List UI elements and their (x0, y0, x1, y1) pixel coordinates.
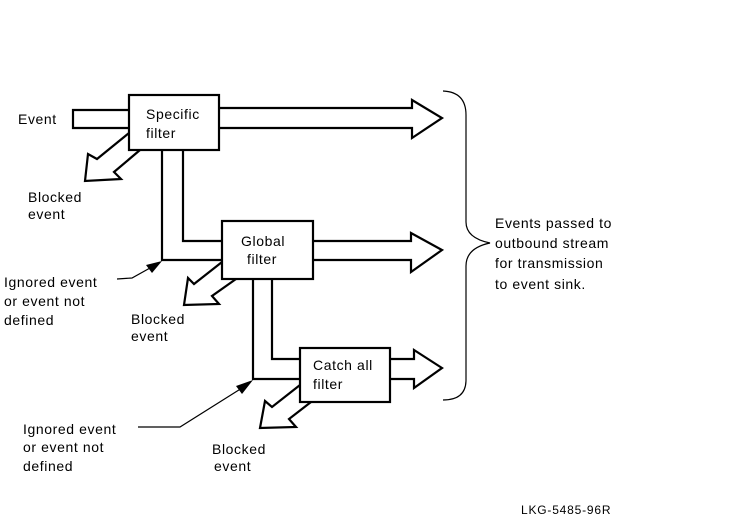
ignored-channel-2-outer (251, 279, 300, 381)
input-event-label: Event (18, 111, 57, 127)
specific-filter-box: Specific filter (127, 93, 221, 152)
ignored-pointer-1-arrowhead (146, 261, 162, 273)
blocked-label-3-line2: event (214, 458, 251, 474)
ignored-label-1-line1: Ignored event (4, 274, 97, 290)
figure-id: LKG-5485-96R (521, 503, 611, 517)
blocked-arrow-catch-all (258, 384, 312, 430)
ignored-channel-1-inner (181, 150, 222, 243)
blocked-label-2-line1: Blocked (131, 311, 185, 327)
global-filter-label-line2: filter (247, 251, 277, 267)
ignored-label-1-line3: defined (4, 312, 54, 328)
ignored-pointer-1-line (116, 267, 151, 280)
ignored-label-1-line2: or event not (4, 293, 85, 309)
catch-all-output-arrow (390, 347, 444, 391)
blocked-arrow-specific (83, 132, 141, 183)
ignored-label-2-line3: defined (23, 458, 73, 474)
blocked-label-1-line2: event (28, 206, 65, 222)
input-channel (71, 108, 129, 130)
blocked-label-2-line2: event (131, 328, 168, 344)
outbound-note-line2: outbound stream (495, 235, 609, 251)
ignored-label-2-line1: Ignored event (23, 421, 116, 437)
blocked-label-1-line1: Blocked (28, 189, 82, 205)
blocked-label-3-line1: Blocked (212, 441, 266, 457)
ignored-pointer-2-line (138, 387, 243, 428)
specific-filter-label-line2: filter (146, 125, 176, 141)
outbound-brace (442, 90, 491, 401)
ignored-pointer-2-arrowhead (236, 380, 253, 394)
global-filter-box: Global filter (220, 219, 315, 281)
ignored-label-2-line2: or event not (23, 439, 104, 455)
ignored-channel-2-inner (270, 279, 300, 361)
specific-output-arrow (219, 98, 445, 141)
ignored-channel-1-outer (160, 150, 222, 262)
global-output-arrow (313, 231, 445, 275)
blocked-arrow-global (182, 261, 237, 307)
global-filter-label-line1: Global (241, 233, 285, 249)
catch-all-filter-label-line2: filter (313, 376, 343, 392)
catch-all-filter-label-line1: Catch all (313, 357, 373, 373)
catch-all-filter-box: Catch all filter (298, 346, 392, 404)
outbound-note-line3: for transmission (495, 255, 603, 271)
outbound-note-line4: to event sink. (495, 276, 586, 292)
specific-filter-label-line1: Specific (146, 106, 200, 122)
outbound-note-line1: Events passed to (495, 215, 612, 231)
